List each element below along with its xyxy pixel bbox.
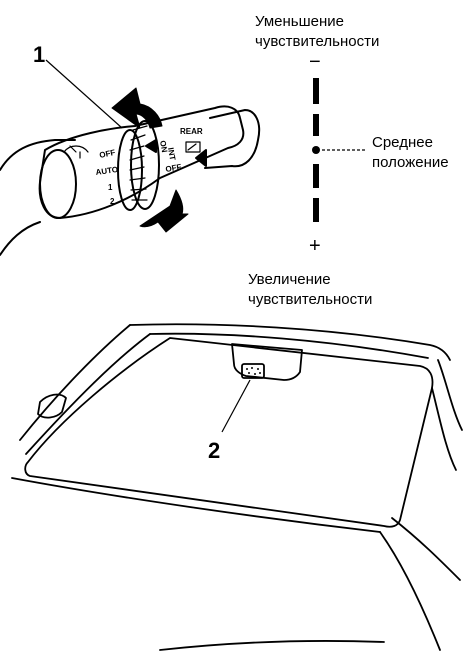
rear-wiper-pictogram: [185, 141, 201, 153]
windshield-glass: [24, 337, 434, 528]
hood-crease: [379, 531, 441, 651]
right-pillar: [431, 387, 457, 471]
decrease-sensitivity-line1: Уменьшение: [255, 13, 344, 30]
callout-leader-2: [221, 379, 251, 433]
callout-number-2: 2: [208, 438, 220, 463]
front-wiper-pictogram: [63, 145, 89, 159]
roof-line-inner: [149, 332, 429, 359]
left-a-pillar: [19, 324, 131, 441]
column-shroud: [0, 139, 76, 171]
switch-label-off: OFF: [99, 148, 117, 160]
switch-label-auto: AUTO: [95, 165, 119, 177]
roof-line: [129, 323, 451, 361]
switch-label-int: INT: [166, 147, 177, 161]
knurled-ring-inner: [117, 129, 143, 211]
rear-wiper-knob: [204, 109, 261, 169]
column-shroud-lower: [0, 221, 41, 256]
switch-label-1: 1: [108, 183, 113, 192]
position-marker: [145, 139, 157, 153]
middle-position-line1: Среднее: [372, 134, 433, 151]
rain-sensor-dots: [246, 367, 261, 375]
side-mirror: [37, 393, 67, 419]
right-pillar-outer: [437, 359, 463, 431]
rotate-arrow-up: [111, 87, 163, 129]
increase-sensitivity-line1: Увеличение: [248, 271, 331, 288]
knurled-ring: [130, 120, 160, 210]
rain-sensor: [241, 363, 265, 379]
plus-sign: +: [309, 235, 321, 257]
switch-label-2: 2: [110, 197, 115, 206]
decrease-sensitivity-line2: чувствительности: [255, 33, 379, 50]
switch-label-on: ON: [158, 140, 169, 154]
callout-leader-1: [45, 59, 123, 129]
rotate-arrow-down: [139, 189, 189, 233]
left-a-pillar-inner: [25, 333, 151, 455]
minus-sign: −: [309, 51, 321, 73]
middle-position-line2: положение: [372, 154, 449, 171]
rain-sensor-housing: [231, 343, 303, 381]
switch-label-off-rear: OFF: [165, 162, 182, 174]
rear-arrow: [195, 149, 207, 167]
cowl-line: [11, 477, 381, 533]
middle-position-dot: [312, 146, 320, 154]
switch-label-rear: REAR: [180, 127, 203, 136]
fender-line: [159, 640, 385, 651]
hood-edge: [391, 517, 461, 581]
wiper-stalk-illustration: [0, 87, 261, 256]
windshield-illustration: [11, 323, 463, 651]
callout-number-1: 1: [33, 42, 45, 67]
increase-sensitivity-line2: чувствительности: [248, 291, 372, 308]
stalk-end: [39, 149, 77, 219]
